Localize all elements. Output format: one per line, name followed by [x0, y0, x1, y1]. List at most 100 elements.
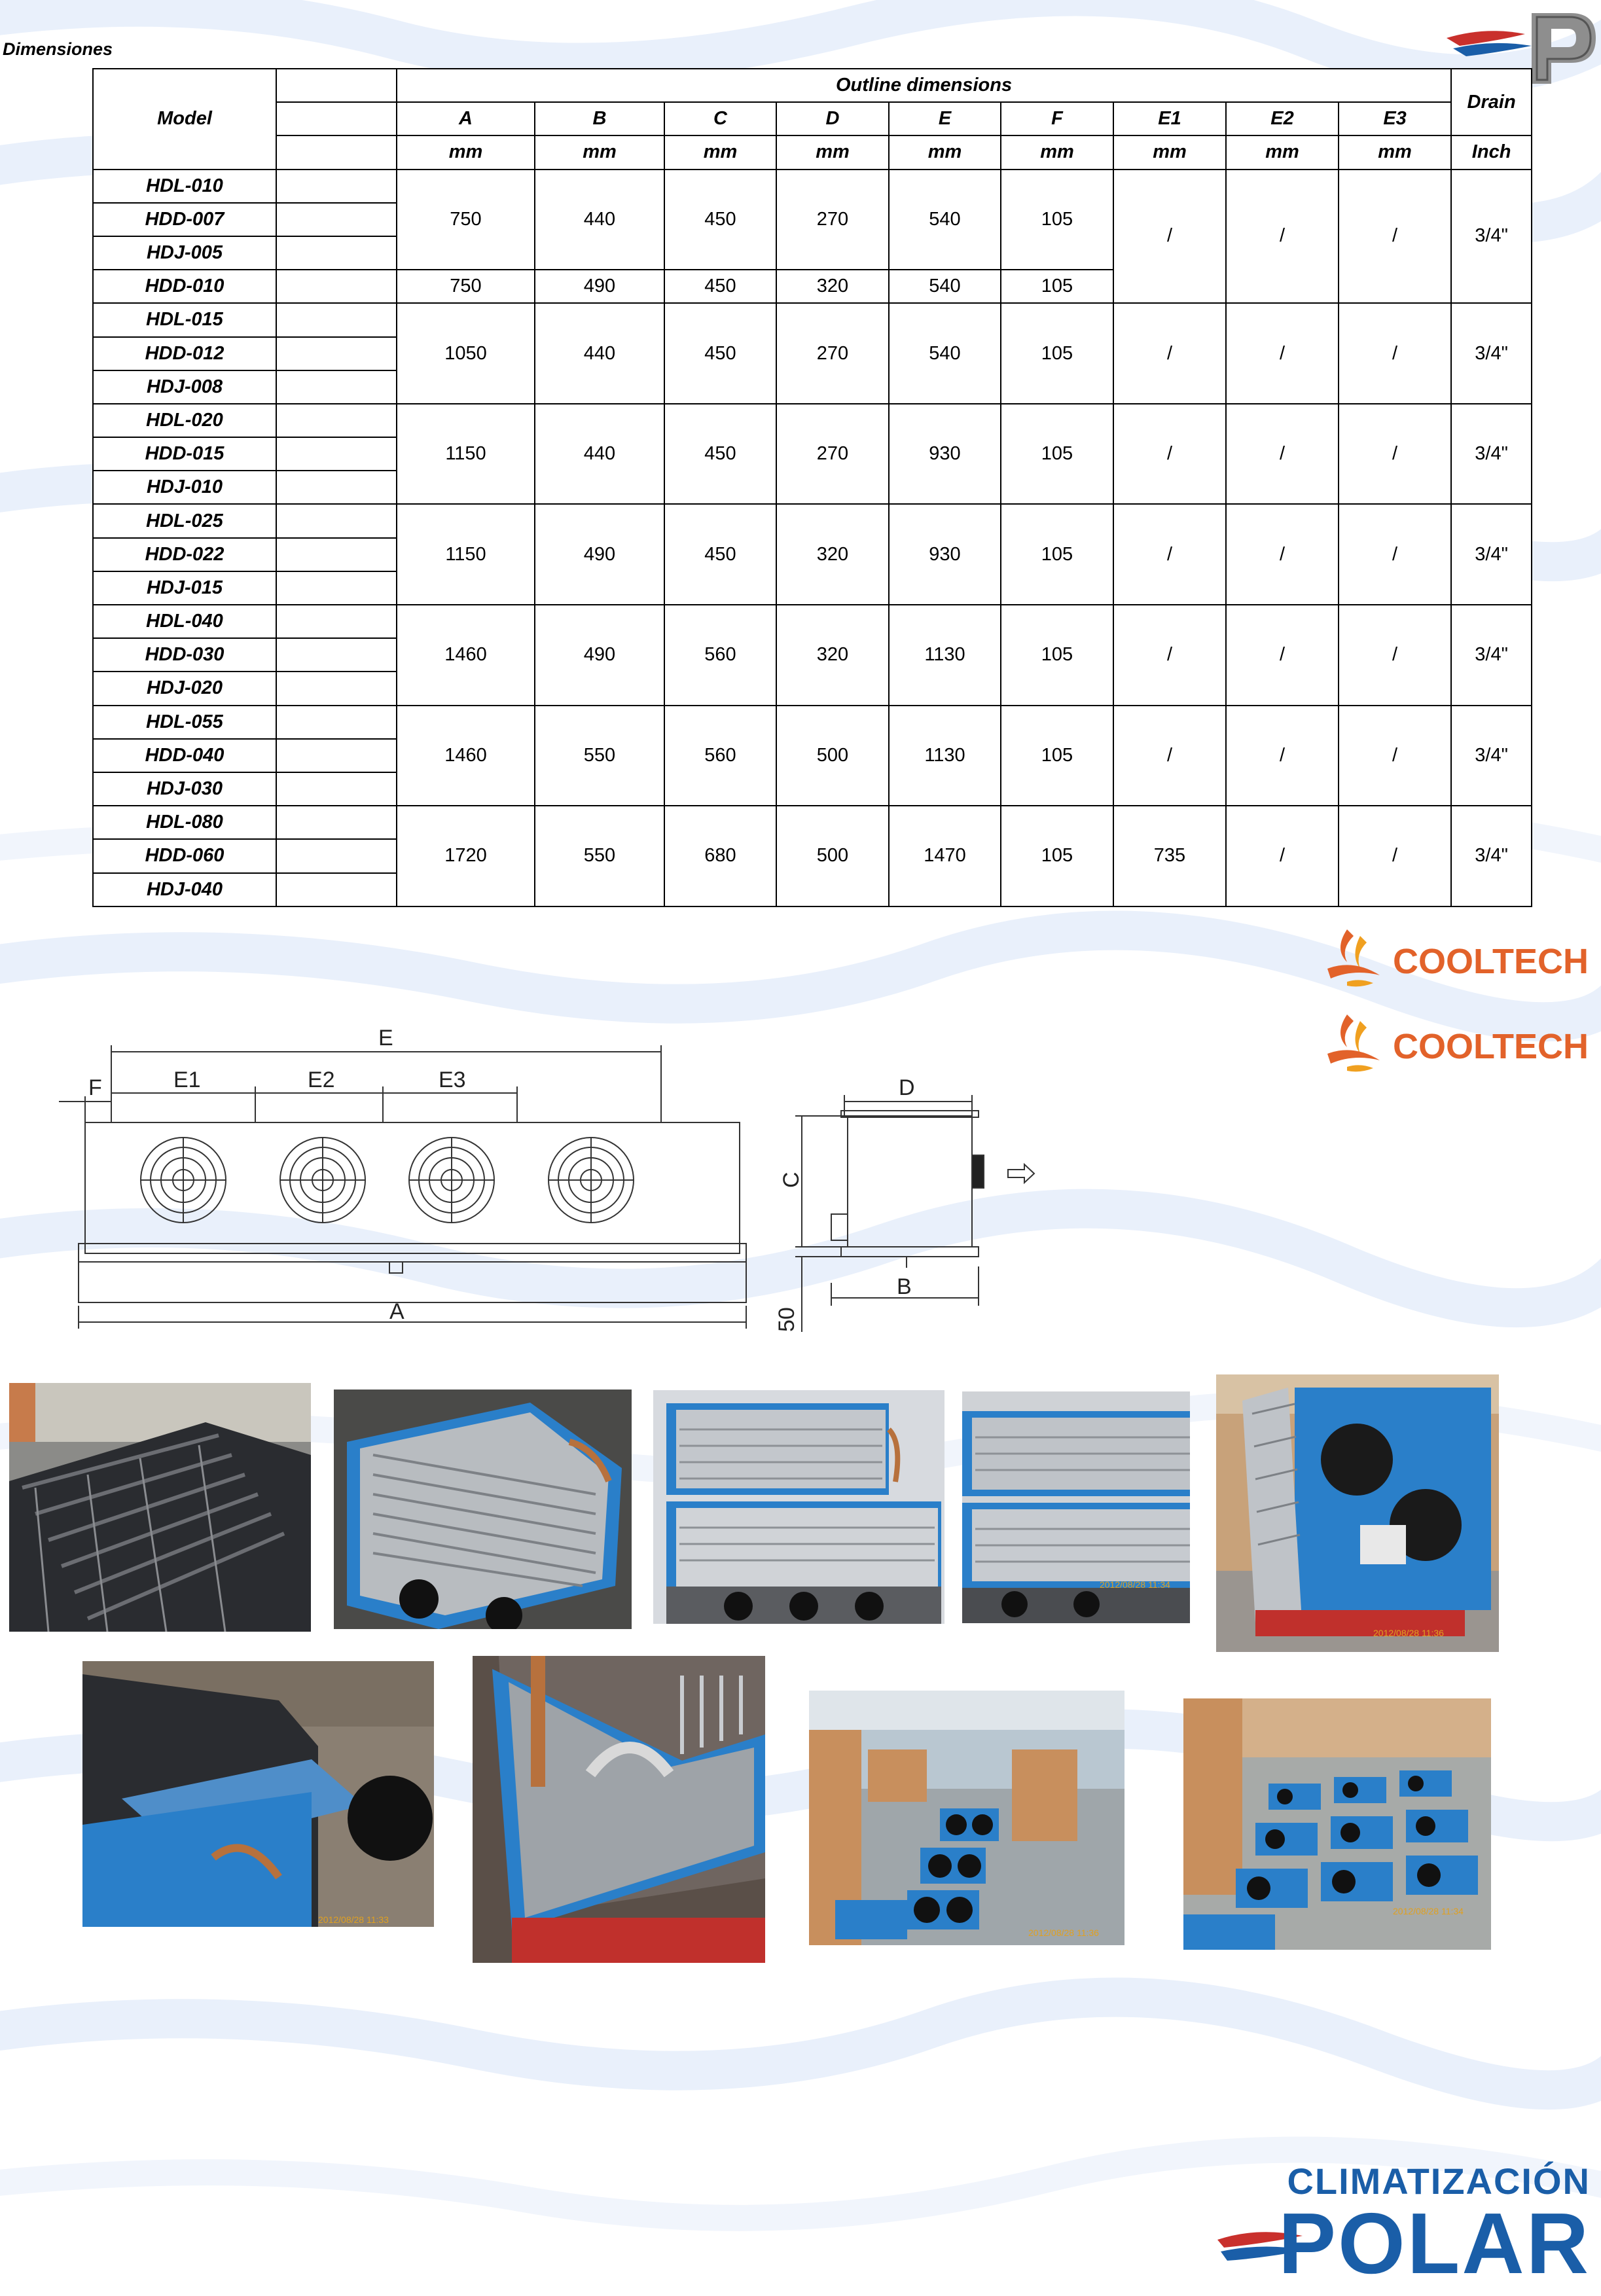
header-col-f: F — [1000, 101, 1114, 137]
dimension-cell: 540 — [888, 168, 1001, 271]
header-unit: mm — [1225, 135, 1339, 170]
dimension-cell: 930 — [888, 403, 1001, 505]
header-col-a: A — [396, 101, 535, 137]
model-cell: HDD-007 — [92, 202, 277, 237]
dimension-cell: 1130 — [888, 704, 1001, 807]
model-cell: HDD-022 — [92, 537, 277, 572]
dimension-cell: / — [1225, 168, 1339, 304]
table-row: HDJ-015 — [92, 570, 1532, 606]
photo-two-evaporators — [653, 1390, 944, 1624]
dimension-cell: 270 — [776, 403, 890, 505]
dimension-cell: 550 — [534, 704, 665, 807]
dimension-cell: 680 — [664, 805, 777, 907]
dimension-cell: 440 — [534, 302, 665, 404]
table-row: HDJ-030 — [92, 771, 1532, 807]
dimension-cell: / — [1337, 302, 1452, 404]
table-row: HDD-040 — [92, 738, 1532, 773]
table-row: HDD-015 — [92, 437, 1532, 472]
dim-label-b: B — [897, 1274, 912, 1299]
blank-cell — [276, 470, 397, 505]
photo-timestamp: 2012/08/28 11:34 — [1393, 1906, 1464, 1916]
cooltech-flame-icon — [1327, 1014, 1380, 1072]
dimension-cell: 105 — [1000, 269, 1114, 304]
logo-line-polar: POLAR — [1278, 2195, 1591, 2291]
table-row: HDJ-040 — [92, 872, 1532, 907]
table-row: HDJ-005 — [92, 235, 1532, 271]
blank-cell — [276, 738, 397, 773]
blank-cell — [276, 603, 397, 639]
fan-guard-icon — [408, 1137, 495, 1223]
photo-drain-pan — [473, 1656, 765, 1963]
model-cell: HDL-040 — [92, 603, 277, 639]
photo-timestamp: 2012/08/28 11:36 — [1373, 1628, 1444, 1638]
header-unit: mm — [396, 135, 535, 170]
logo-swoosh-icon — [1217, 2232, 1306, 2261]
cooltech-wordmark: COOLTECH — [1393, 942, 1589, 981]
drain-cell: 3/4" — [1450, 604, 1533, 706]
cooltech-flame-icon — [1327, 929, 1380, 987]
dimension-cell: 750 — [396, 269, 535, 304]
dimension-cell: 105 — [1000, 403, 1114, 505]
photo-coil-stock — [9, 1383, 311, 1632]
dimension-cell: 105 — [1000, 302, 1114, 404]
dim-label-e: E — [378, 1026, 393, 1050]
dimension-cell: 750 — [396, 168, 535, 271]
photo-warehouse-rows: 2012/08/28 11:34 — [1183, 1698, 1491, 1950]
model-cell: HDL-015 — [92, 302, 277, 338]
dimension-cell: / — [1225, 503, 1339, 605]
blank-cell — [276, 302, 397, 338]
dimension-cell: 1150 — [396, 503, 535, 605]
dim-label-e3: E3 — [439, 1067, 466, 1092]
header-col-e1: E1 — [1113, 101, 1227, 137]
dimension-cell: / — [1337, 403, 1452, 505]
dimension-cell: 440 — [534, 403, 665, 505]
dimension-cell: 490 — [534, 604, 665, 706]
table-row: HDJ-020 — [92, 671, 1532, 706]
model-cell: HDJ-015 — [92, 570, 277, 606]
photo-two-evaporators-closeup: 2012/08/28 11:34 — [962, 1391, 1190, 1623]
header-outline-dimensions: Outline dimensions — [395, 67, 1452, 103]
unit-base — [78, 1261, 747, 1303]
dimension-cell: / — [1225, 704, 1339, 807]
blank-cell — [276, 269, 397, 304]
model-cell: HDD-040 — [92, 738, 277, 773]
header-unit: mm — [1113, 135, 1227, 170]
drain-cell: 3/4" — [1450, 805, 1533, 907]
drain-cell: 3/4" — [1450, 302, 1533, 404]
dimension-cell: 560 — [664, 604, 777, 706]
dimension-cell: 270 — [776, 168, 890, 271]
dimension-cell: / — [1337, 604, 1452, 706]
dimension-cell: 1460 — [396, 604, 535, 706]
header-drain: Drain — [1450, 67, 1533, 137]
model-cell: HDD-015 — [92, 437, 277, 472]
fan-guard-icon — [279, 1137, 366, 1223]
dim-label-e1: E1 — [173, 1067, 201, 1092]
header-unit: mm — [888, 135, 1001, 170]
fan-guard-icon — [140, 1137, 226, 1223]
model-cell: HDL-055 — [92, 704, 277, 740]
dimension-cell: 1470 — [888, 805, 1001, 907]
dimension-cell: 540 — [888, 269, 1001, 304]
polar-logo-mark-icon — [1447, 13, 1596, 84]
model-cell: HDD-010 — [92, 269, 277, 304]
dimension-cell: 1460 — [396, 704, 535, 807]
dimension-cell: 930 — [888, 503, 1001, 605]
model-cell: HDJ-020 — [92, 671, 277, 706]
photo-evaporator-with-fans: 2012/08/28 11:36 — [1216, 1374, 1499, 1652]
blank-cell — [276, 570, 397, 606]
header-unit: mm — [1000, 135, 1114, 170]
dimension-cell: / — [1113, 704, 1227, 807]
dimension-cell: 490 — [534, 269, 665, 304]
dimension-cell: 735 — [1113, 805, 1227, 907]
blank-cell — [276, 403, 397, 439]
model-cell: HDL-020 — [92, 403, 277, 439]
dimension-cell: 490 — [534, 503, 665, 605]
blank-cell — [276, 771, 397, 807]
model-cell: HDD-012 — [92, 336, 277, 371]
table-row: HDD-022 — [92, 537, 1532, 572]
dimension-cell: 105 — [1000, 805, 1114, 907]
